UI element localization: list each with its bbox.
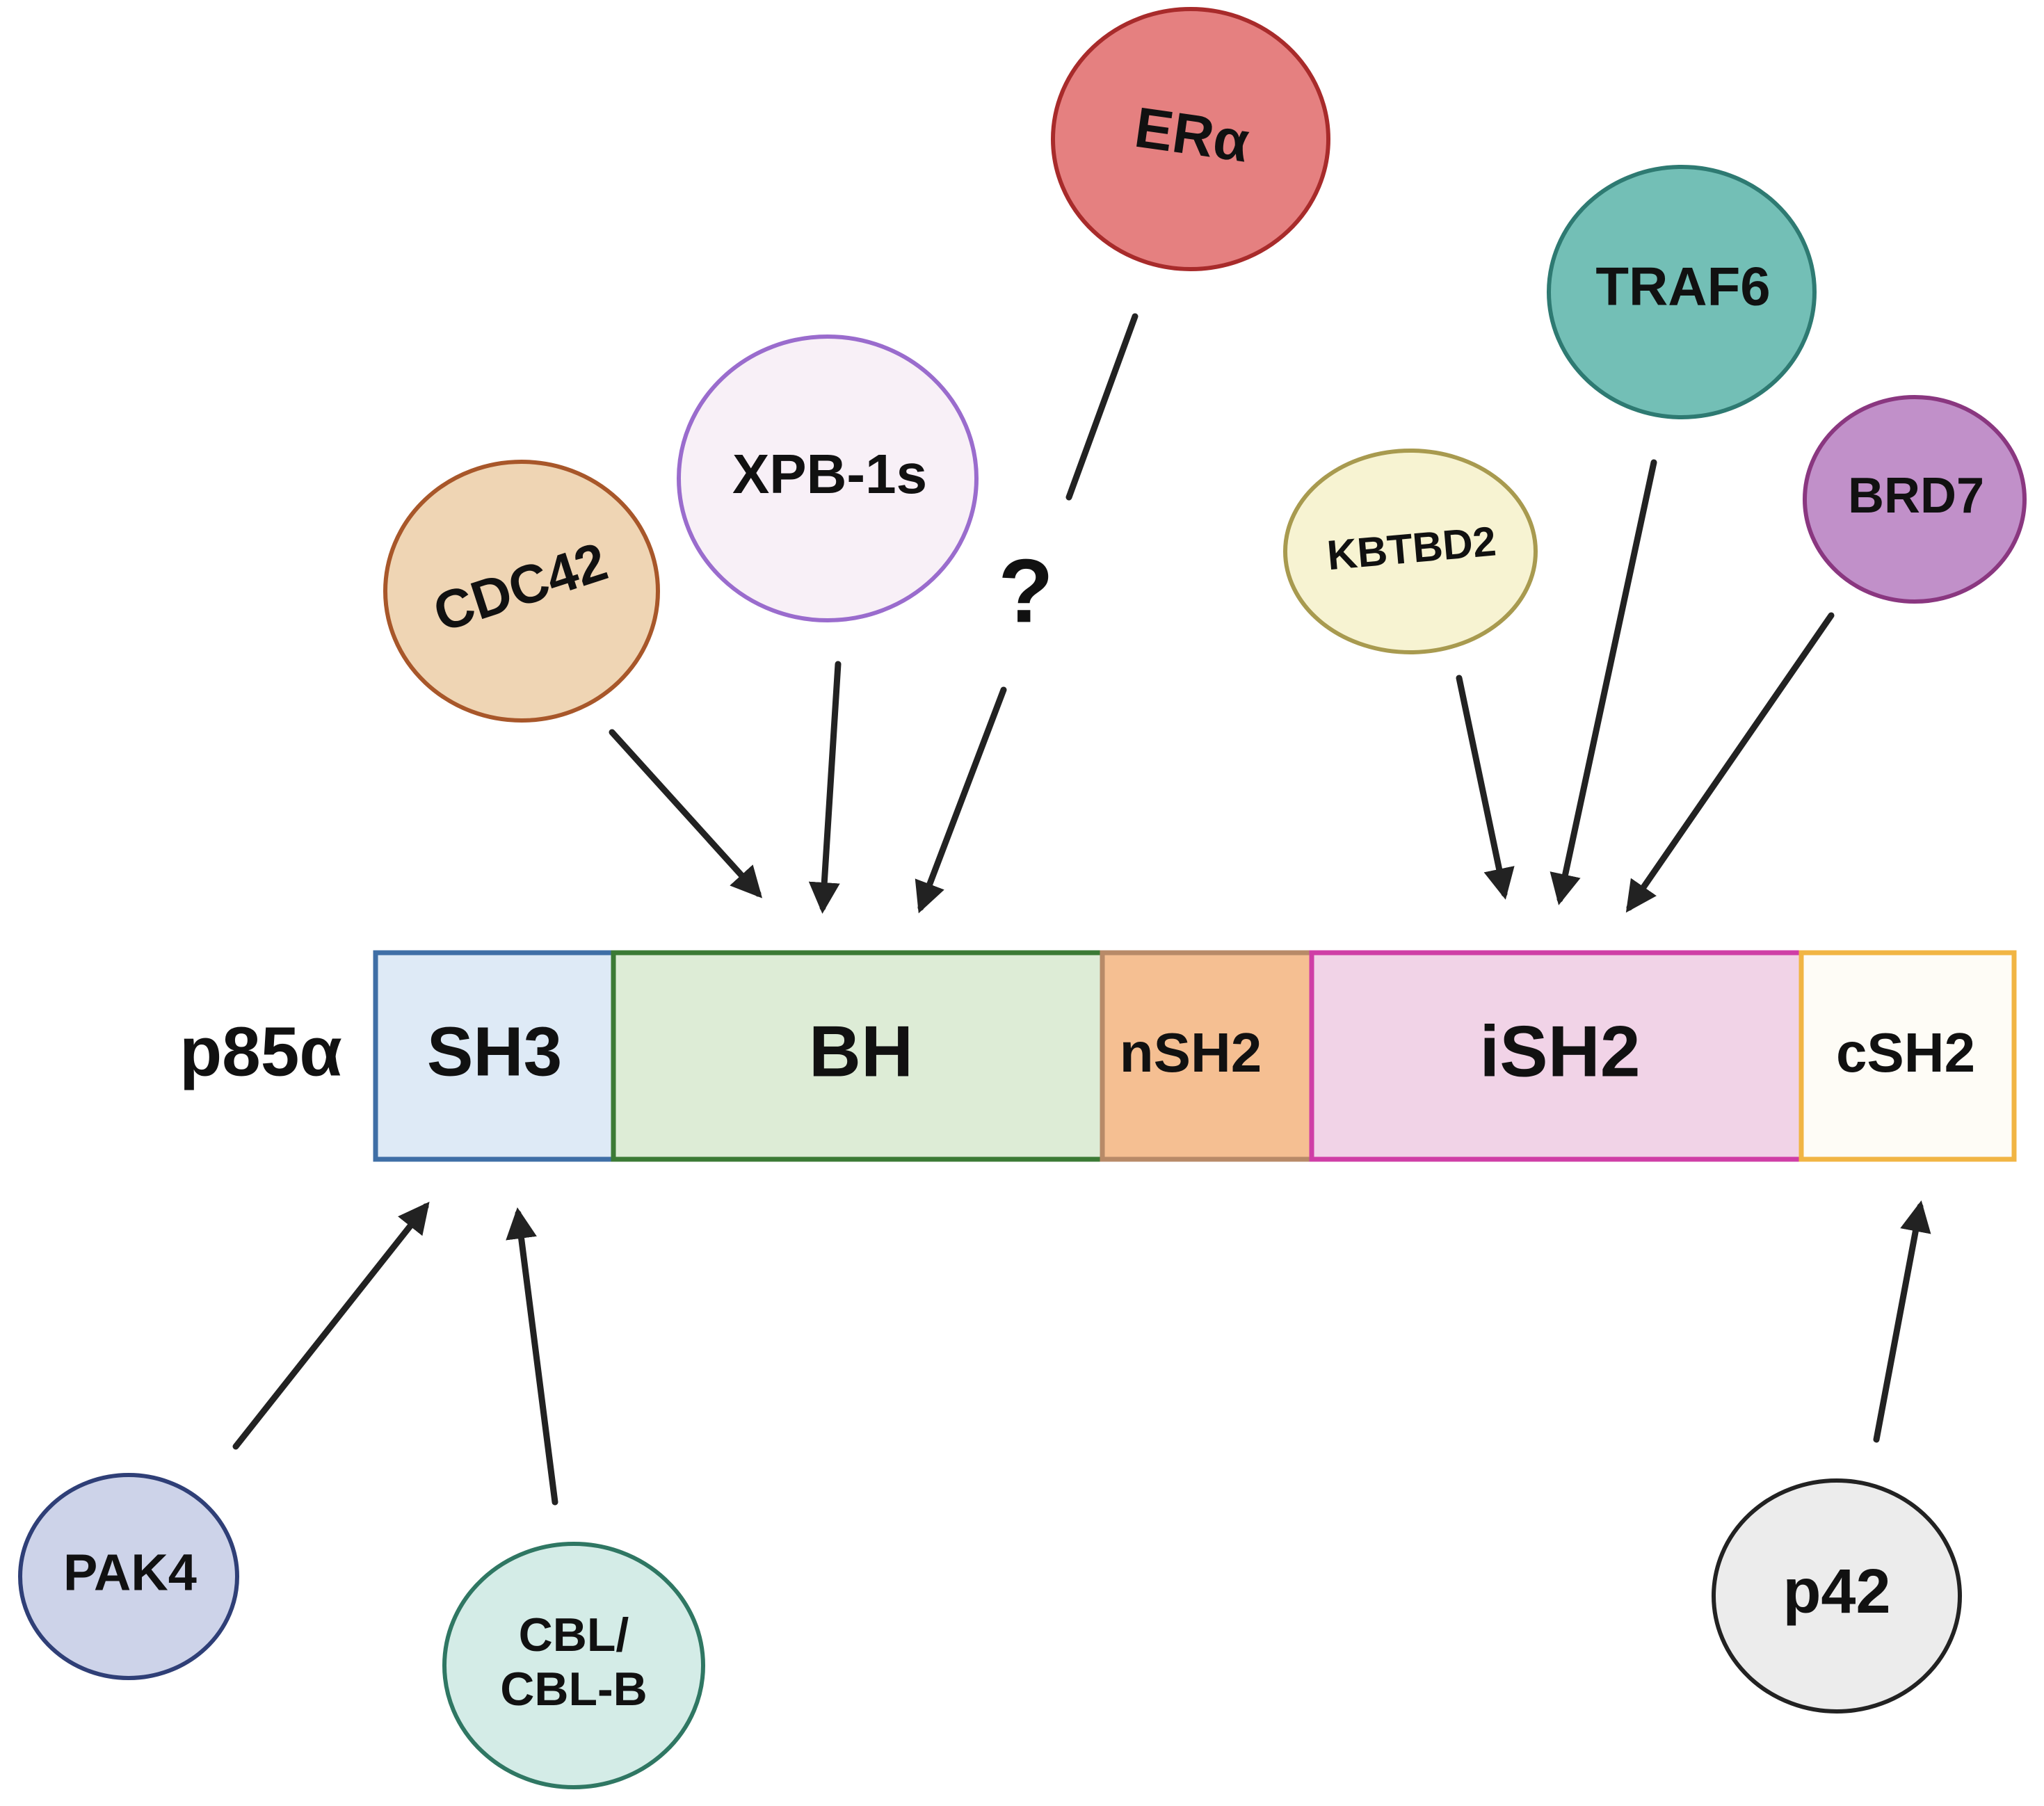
domain-ish2-label: iSH2 xyxy=(1479,1011,1640,1092)
arrow-brd7-to-ish2 xyxy=(1625,612,1835,913)
interactor-kbtbd2-circle xyxy=(1283,449,1538,654)
arrow-xpb1s-to-bh xyxy=(808,661,842,914)
interactor-p42-label: p42 xyxy=(1783,1557,1890,1627)
interactor-brd7-label: BRD7 xyxy=(1848,468,1984,524)
interactor-xpb1s: XPB-1s xyxy=(677,334,979,622)
arrow-p42-to-csh2 xyxy=(1873,1200,1931,1443)
arrow-traf6-to-ish2 xyxy=(1550,459,1657,905)
interactor-cbl-cblb: CBL/CBL-B xyxy=(442,1542,705,1789)
arrow-cbl-to-sh3 xyxy=(506,1207,558,1506)
arrow-era-segment xyxy=(1065,313,1138,501)
interactor-cbl-cblb-label: CBL/CBL-B xyxy=(500,1609,647,1716)
protein-label: p85α xyxy=(179,1013,342,1090)
domain-bh: BH xyxy=(611,950,1105,1162)
domain-bar: SH3 BH nSH2 iSH2 cSH2 xyxy=(373,950,2017,1162)
domain-csh2-label: cSH2 xyxy=(1836,1022,1975,1083)
domain-bh-label: BH xyxy=(809,1011,913,1092)
interactor-kbtbd2: KBTBD2 xyxy=(1283,449,1538,654)
domain-nsh2-box xyxy=(1100,950,1314,1162)
interactor-cbl-cblb-label-line: CBL/ xyxy=(519,1609,629,1661)
domain-csh2: cSH2 xyxy=(1798,950,2017,1162)
domain-nsh2-label: nSH2 xyxy=(1120,1022,1262,1083)
domain-ish2: iSH2 xyxy=(1309,950,1804,1162)
interactor-cdc42: CDC42 xyxy=(383,460,660,723)
domain-csh2-box xyxy=(1798,950,2017,1162)
domain-sh3-label: SH3 xyxy=(427,1013,563,1090)
interactor-cdc42-circle xyxy=(383,460,660,723)
domain-sh3: SH3 xyxy=(373,950,616,1162)
domain-nsh2: nSH2 xyxy=(1100,950,1314,1162)
interactor-traf6: TRAF6 xyxy=(1547,165,1817,419)
arrow-kbtbd2-to-ish2 xyxy=(1456,675,1515,900)
interactor-p42-circle xyxy=(1712,1478,1962,1714)
interactor-pak4: PAK4 xyxy=(18,1473,239,1680)
arrow-cdc42-to-bh xyxy=(609,729,763,898)
interactor-traf6-circle xyxy=(1547,165,1817,419)
interactor-xpb1s-label: XPB-1s xyxy=(732,443,927,505)
domain-sh3-box xyxy=(373,950,616,1162)
arrow-era-to-bh xyxy=(915,686,1007,914)
arrows xyxy=(232,313,1931,1506)
uncertain-interaction-mark: ? xyxy=(998,540,1053,641)
interactor-cbl-cblb-circle xyxy=(442,1542,705,1789)
interactor-brd7: BRD7 xyxy=(1803,395,2027,604)
interactor-traf6-label: TRAF6 xyxy=(1595,256,1770,317)
interactor-era: ERα xyxy=(1051,7,1330,271)
interactor-p42: p42 xyxy=(1712,1478,1962,1714)
interactor-era-circle xyxy=(1051,7,1330,271)
domain-bh-box xyxy=(611,950,1105,1162)
interactor-pak4-label: PAK4 xyxy=(63,1544,197,1602)
arrow-pak4-to-sh3 xyxy=(232,1201,430,1450)
interactor-era-label: ERα xyxy=(1131,96,1253,175)
interactor-cbl-cblb-label-line: CBL-B xyxy=(500,1663,647,1716)
interactor-brd7-circle xyxy=(1803,395,2027,604)
interactor-pak4-circle xyxy=(18,1473,239,1680)
interactor-xpb1s-circle xyxy=(677,334,979,622)
